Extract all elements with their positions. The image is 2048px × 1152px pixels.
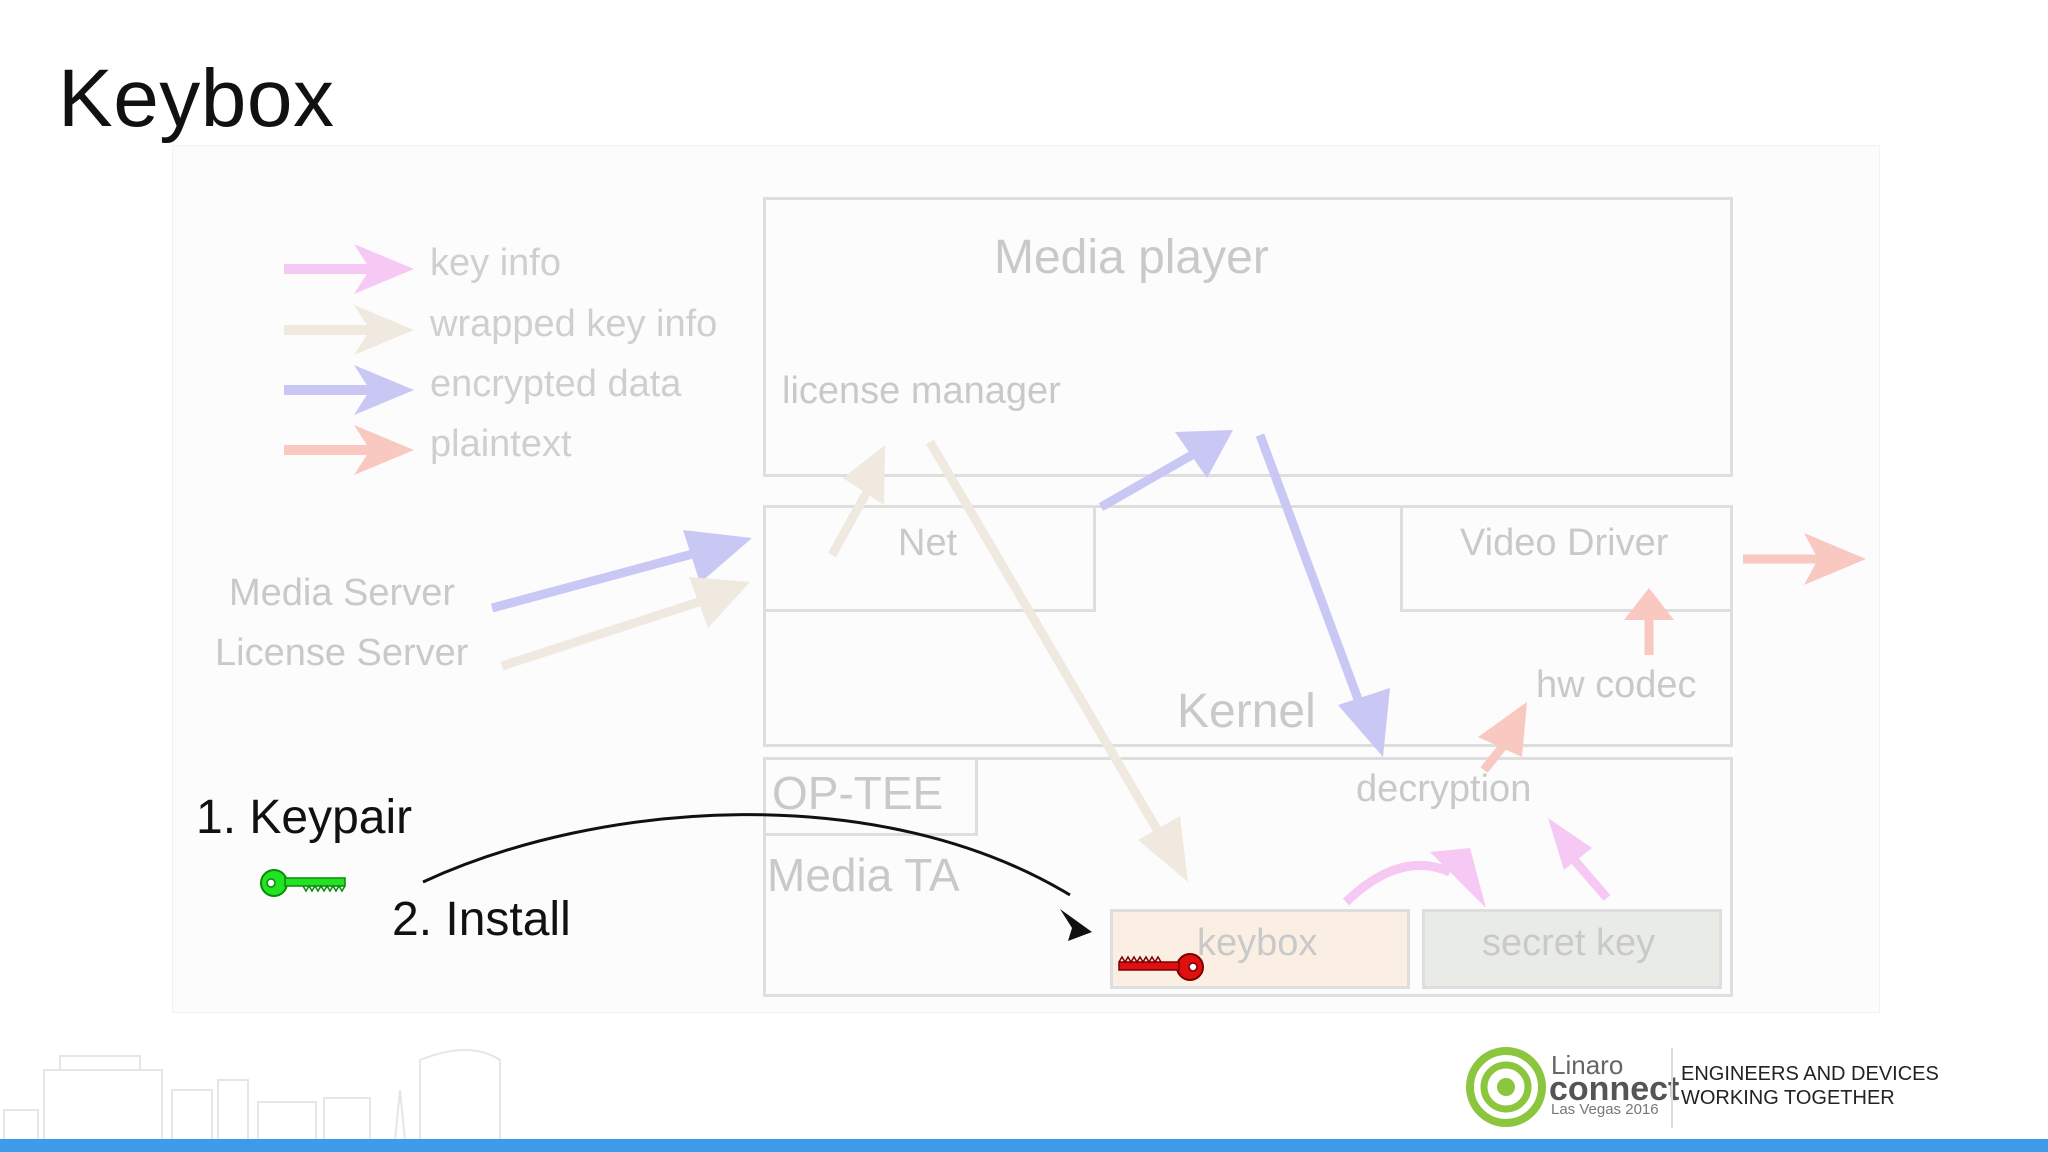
hw-codec-label: hw codec [1536,664,1697,706]
logo-text-connect: connect [1549,1070,1680,1108]
pink-arrow-icon [1342,848,1486,908]
keybox-label: keybox [1197,922,1318,964]
media-player-box [763,197,1733,477]
logo-text-event: Las Vegas 2016 [1551,1101,1659,1118]
decryption-label: decryption [1356,768,1532,810]
kernel-label: Kernel [1177,685,1316,738]
install-step-label: 2. Install [392,893,571,946]
kernel-box [763,505,1733,747]
logo-divider [1671,1048,1673,1128]
video-driver-box [1400,505,1733,612]
video-driver-label: Video Driver [1460,522,1669,564]
media-server-label: Media Server [229,572,455,614]
secret-key-label: secret key [1482,922,1656,964]
media-ta-label: Media TA [767,849,960,901]
beige-arrow-icon [828,445,885,558]
legend-label: plaintext [430,423,572,465]
blue-arrow-icon [1098,430,1233,511]
footer-bar [0,1139,2048,1152]
salmon-arrow-icon [1478,702,1527,773]
op-tee-label-box [763,757,978,836]
beige-arrow-icon [284,305,414,355]
pink-arrow-icon [1548,818,1611,901]
legend-label: key info [430,242,561,284]
blue-arrow-icon [1255,433,1390,757]
salmon-arrow-icon [284,425,414,475]
keybox-box [1110,909,1410,989]
city-skyline-graphic [3,1049,501,1140]
logo-text-linaro: Linaro [1551,1050,1624,1080]
salmon-arrow-icon [1624,588,1674,655]
pink-arrow-icon [284,244,414,294]
beige-arrow-icon [500,577,750,671]
license-manager-label: license manager [782,370,1061,412]
op-tee-label: OP-TEE [772,767,944,819]
net-box [763,505,1096,612]
red-key-icon [1118,953,1204,981]
legend-label: wrapped key info [430,303,718,345]
op-tee-box [763,757,1733,997]
secret-key-box [1422,909,1722,989]
slide-title: Keybox [58,53,335,144]
blue-arrow-icon [284,365,414,415]
legend-label: encrypted data [430,363,682,405]
beige-arrow-icon [926,439,1188,882]
tagline: ENGINEERS AND DEVICES WORKING TOGETHER [1681,1062,1939,1110]
net-label: Net [898,522,958,564]
salmon-arrow-icon [1743,533,1866,585]
license-server-label: License Server [215,632,469,674]
media-player-label: Media player [994,231,1269,284]
tagline-line-2: WORKING TOGETHER [1681,1087,1895,1109]
linaro-connect-logo-icon [1466,1047,1546,1127]
blue-arrow-icon [490,530,752,613]
keypair-step-label: 1. Keypair [196,791,413,844]
tagline-line-1: ENGINEERS AND DEVICES [1681,1063,1939,1085]
green-key-icon [260,869,346,897]
